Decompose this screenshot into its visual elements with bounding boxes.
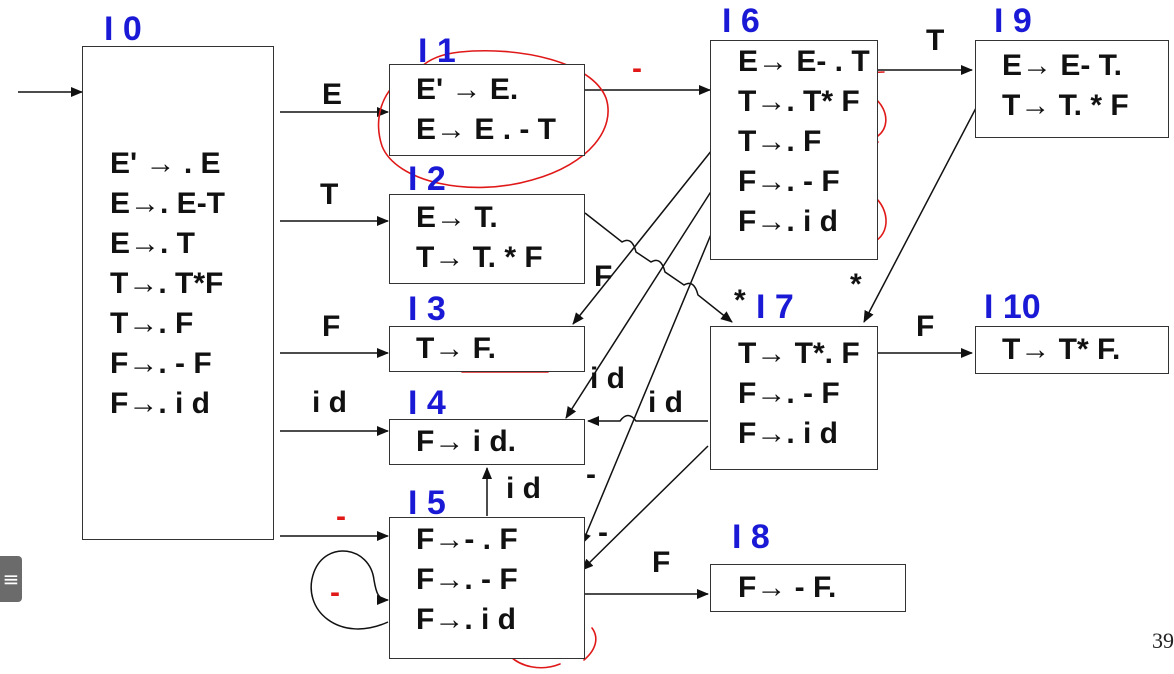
state-label-i2: I 2 [408, 160, 446, 198]
state-box-i0 [82, 46, 274, 540]
state-item: T→ T. * F [1002, 89, 1129, 122]
state-items-i3: T→ F. [416, 329, 496, 369]
edge-label-i7-i10: F [916, 310, 935, 343]
edge-i6-i3 [572, 149, 713, 325]
edge-i9-i7 [863, 107, 977, 323]
state-item: E' → E. [416, 73, 519, 106]
state-items-i6: E→ E- . T T→. T* F T→. F F→. - F F→. i d [738, 42, 870, 242]
state-label-i8: I 8 [732, 518, 770, 556]
state-box-i7 [710, 326, 878, 470]
state-item: E→ T. [416, 201, 498, 234]
edge-label-i7-i4: i d [648, 386, 683, 419]
state-item: E→ E . - T [416, 113, 557, 146]
state-item: F→. - F [738, 377, 840, 410]
state-item: E→ E- T. [1002, 49, 1123, 82]
state-box-i3 [389, 326, 585, 372]
state-item: T→ F. [416, 332, 496, 365]
edge-label-i0-i4: i d [312, 386, 347, 419]
state-item: T→ T*. F [738, 337, 860, 370]
state-label-i9: I 9 [994, 2, 1032, 40]
state-items-i4: F→ i d. [416, 422, 516, 462]
state-label-i4: I 4 [408, 384, 446, 422]
edge-label-i5-self: - [330, 576, 340, 609]
state-box-i8 [710, 564, 906, 612]
state-label-i0: I 0 [104, 10, 142, 48]
edge-label-i6-i4: i d [590, 362, 625, 395]
state-label-i5: I 5 [408, 484, 446, 522]
state-label-i7: I 7 [756, 288, 794, 326]
state-item: F→. i d [110, 387, 210, 420]
state-box-i2 [389, 194, 585, 284]
state-items-i8: F→ - F. [738, 568, 836, 608]
state-items-i7: T→ T*. F F→. - F F→. i d [738, 334, 860, 454]
state-label-i10: I 10 [984, 288, 1041, 326]
state-item: F→. i d [738, 417, 838, 450]
edge-i7-i5 [581, 445, 709, 571]
edge-label-i6-i3: F [594, 260, 613, 293]
state-item: E→. T [110, 227, 196, 260]
edge-label-i0-i1: E [322, 78, 343, 111]
state-item: F→ i d. [416, 425, 516, 458]
edge-label-i2-i7: * [734, 284, 746, 317]
state-item: T→ T. * F [416, 241, 543, 274]
page-number: 39 [1152, 628, 1174, 653]
edge-label-i7-i5: - [598, 516, 608, 549]
edge-label-i5-i4: i d [506, 472, 541, 505]
edge-i6-i5 [581, 231, 713, 545]
edge-i6-i4 [565, 189, 713, 419]
state-item: F→. - F [738, 165, 840, 198]
edge-label-i1-i6: - [632, 52, 642, 85]
state-item: F→. - F [110, 347, 212, 380]
state-box-i4 [389, 419, 585, 465]
state-item: T→. F [738, 125, 822, 158]
state-items-i2: E→ T. T→ T. * F [416, 198, 543, 278]
state-item: E' → . E [110, 147, 221, 180]
state-item: T→ T* F. [1002, 333, 1121, 366]
edge-label-i0-i2: T [320, 178, 339, 211]
state-items-i10: T→ T* F. [1002, 330, 1120, 370]
state-item: F→. - F [416, 563, 518, 596]
edge-label-i0-i5: - [336, 500, 346, 533]
state-item: T→. T*F [110, 267, 224, 300]
state-item: F→ - F. [738, 571, 837, 604]
state-label-i3: I 3 [408, 290, 446, 328]
state-item: F→. i d [416, 603, 516, 636]
state-box-i10 [975, 326, 1169, 374]
state-label-i1: I 1 [418, 32, 456, 70]
edge-label-i5-i8: F [652, 546, 671, 579]
state-box-i1 [389, 64, 585, 156]
state-item: T→. T* F [738, 85, 860, 118]
state-item: T→. F [110, 307, 194, 340]
state-items-i1: E' → E. E→ E . - T [416, 70, 556, 150]
edge-label-i9-i7: * [850, 268, 862, 301]
edge-i2-i7 [584, 212, 733, 323]
edge-label-i6-i9: T [926, 24, 945, 57]
edge-label-i0-i3: F [322, 310, 341, 343]
state-items-i0: E' → . E E→. E-T E→. T T→. T*F T→. F F→.… [110, 144, 225, 424]
state-item: F→. i d [738, 205, 838, 238]
annotation-circle-i1 [377, 49, 609, 189]
state-items-i9: E→ E- T. T→ T. * F [1002, 46, 1129, 126]
edge-i7-i4 [587, 414, 708, 426]
edge-label-i6-i5: - [586, 458, 596, 491]
state-label-i6: I 6 [722, 2, 760, 40]
state-item: F→- . F [416, 523, 518, 556]
state-box-i9 [975, 40, 1169, 138]
edge-i5-self-loop [310, 550, 389, 630]
state-items-i5: F→- . F F→. - F F→. i d [416, 520, 518, 640]
state-item: E→. E-T [110, 187, 226, 220]
state-box-i6 [710, 40, 878, 260]
menu-icon[interactable]: ≡ [0, 556, 22, 602]
annotation-tick-i5a [583, 627, 597, 661]
state-item: E→ E- . T [738, 45, 870, 78]
state-box-i5 [389, 517, 585, 659]
